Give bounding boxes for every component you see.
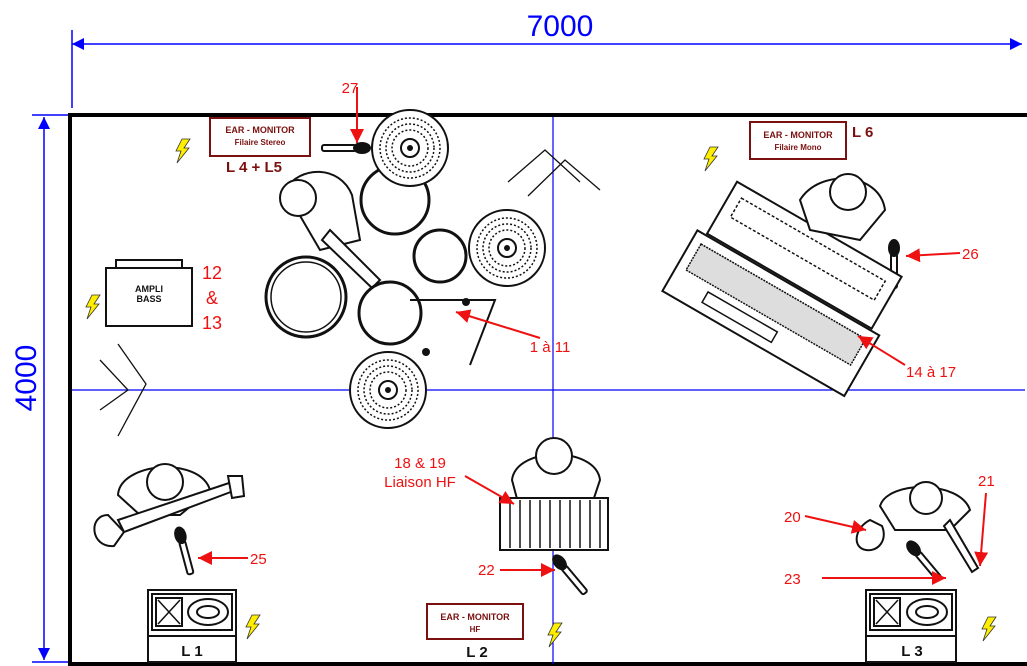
ear-monitor-title: EAR - MONITOR xyxy=(225,125,295,135)
power-outlet-icon xyxy=(85,294,101,320)
bassist-icon xyxy=(93,463,246,548)
monitor-wedge-icon: L 1 xyxy=(147,589,237,663)
ear-monitor-title: EAR - MONITOR xyxy=(440,612,510,622)
callout-14-a-17: 14 à 17 xyxy=(906,364,956,381)
bass-amp-icon: AMPLI BASS xyxy=(105,259,193,327)
callout-27: 27 xyxy=(342,80,359,97)
depth-label: 4000 xyxy=(10,345,43,412)
power-outlet-icon xyxy=(703,146,719,172)
callout-18-19: 18 & 19 xyxy=(394,455,446,472)
callout-22: 22 xyxy=(478,562,495,579)
width-label: 7000 xyxy=(527,10,594,43)
callout-and: & xyxy=(206,288,218,308)
width-dimension: 7000 xyxy=(71,10,1022,108)
ear-monitor-type: Filaire Mono xyxy=(774,143,821,152)
callout-23: 23 xyxy=(784,571,801,588)
microphone-icon xyxy=(902,536,945,584)
amp-label-line1: AMPLI xyxy=(135,284,163,294)
callouts: 27 12 & 13 1 à 11 26 14 à 17 18 & 19 Lia… xyxy=(198,80,995,588)
depth-dimension: 4000 xyxy=(10,114,70,663)
microphone-icon xyxy=(321,141,372,155)
power-outlet-icon xyxy=(175,138,191,164)
line-label: L 6 xyxy=(852,124,873,141)
ear-monitor-type: HF xyxy=(470,625,481,634)
ear-monitor-box-1: EAR - MONITOR Filaire Stereo L 4 + L5 xyxy=(209,117,311,176)
callout-1-a-11: 1 à 11 xyxy=(530,339,571,356)
ear-monitor-box-2: EAR - MONITOR Filaire Mono L 6 xyxy=(749,121,873,160)
drummer-icon xyxy=(279,170,382,290)
stage-marker-left xyxy=(99,343,147,437)
trumpet-icon xyxy=(942,518,980,574)
wedge-label: L 3 xyxy=(901,643,922,660)
monitor-wedge-icon: L 3 xyxy=(865,589,957,663)
line-label: L 4 + L5 xyxy=(226,159,282,176)
accordion-player-icon xyxy=(499,437,609,551)
amp-label-line2: BASS xyxy=(136,294,161,304)
ear-monitor-box-3: EAR - MONITOR HF L 2 xyxy=(426,603,524,661)
keyboardist-icon xyxy=(798,173,887,242)
callout-25: 25 xyxy=(250,551,267,568)
line-label: L 2 xyxy=(466,644,487,661)
callout-26: 26 xyxy=(962,246,979,263)
stage-outline xyxy=(68,113,1027,666)
saxophone-icon xyxy=(855,518,885,552)
keyboard-icon xyxy=(661,180,903,398)
callout-20: 20 xyxy=(784,509,801,526)
callout-21: 21 xyxy=(978,473,995,490)
microphone-icon xyxy=(171,524,198,577)
power-outlet-icon xyxy=(547,622,563,648)
power-outlet-icon xyxy=(981,616,997,642)
wedge-label: L 1 xyxy=(181,643,202,660)
stage-marker-top xyxy=(507,149,601,197)
ear-monitor-title: EAR - MONITOR xyxy=(763,130,833,140)
drum-kit-icon xyxy=(264,109,546,429)
callout-13: 13 xyxy=(202,313,222,333)
ear-monitor-type: Filaire Stereo xyxy=(235,138,286,147)
microphone-icon xyxy=(548,550,591,598)
callout-liaison-hf: Liaison HF xyxy=(384,474,456,491)
callout-12: 12 xyxy=(202,263,222,283)
power-outlet-icon xyxy=(245,614,261,640)
